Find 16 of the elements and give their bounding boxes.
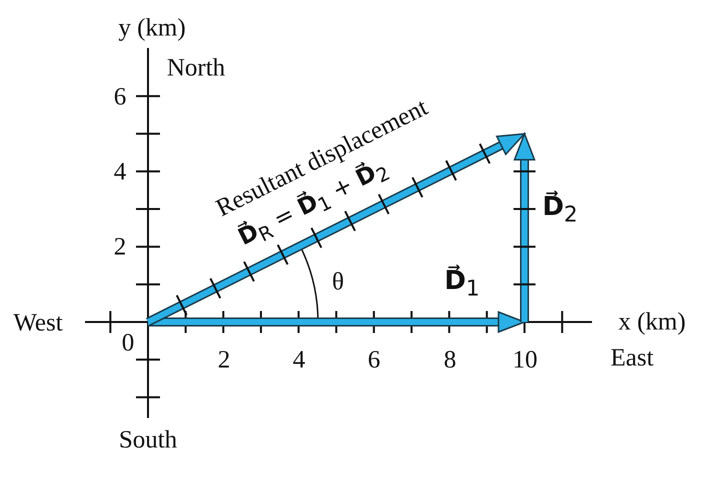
direction-label: South <box>118 428 178 452</box>
tick-label: 0 <box>122 330 134 356</box>
tick-label: 10 <box>512 348 538 372</box>
tick-label: 4 <box>114 160 126 184</box>
angle-label: θ <box>332 270 344 294</box>
direction-label: West <box>13 310 63 336</box>
tick-label: 2 <box>218 348 230 372</box>
tick-label: 4 <box>292 348 306 372</box>
axis-title: y (km) <box>118 16 186 40</box>
tick-label: 6 <box>114 84 126 110</box>
tick-label: 6 <box>368 348 380 372</box>
axis-title: x (km) <box>618 310 686 334</box>
tick-label: 2 <box>114 234 126 260</box>
direction-label: East <box>610 346 654 370</box>
tick-label: 8 <box>444 348 456 372</box>
direction-label: North <box>166 56 226 80</box>
